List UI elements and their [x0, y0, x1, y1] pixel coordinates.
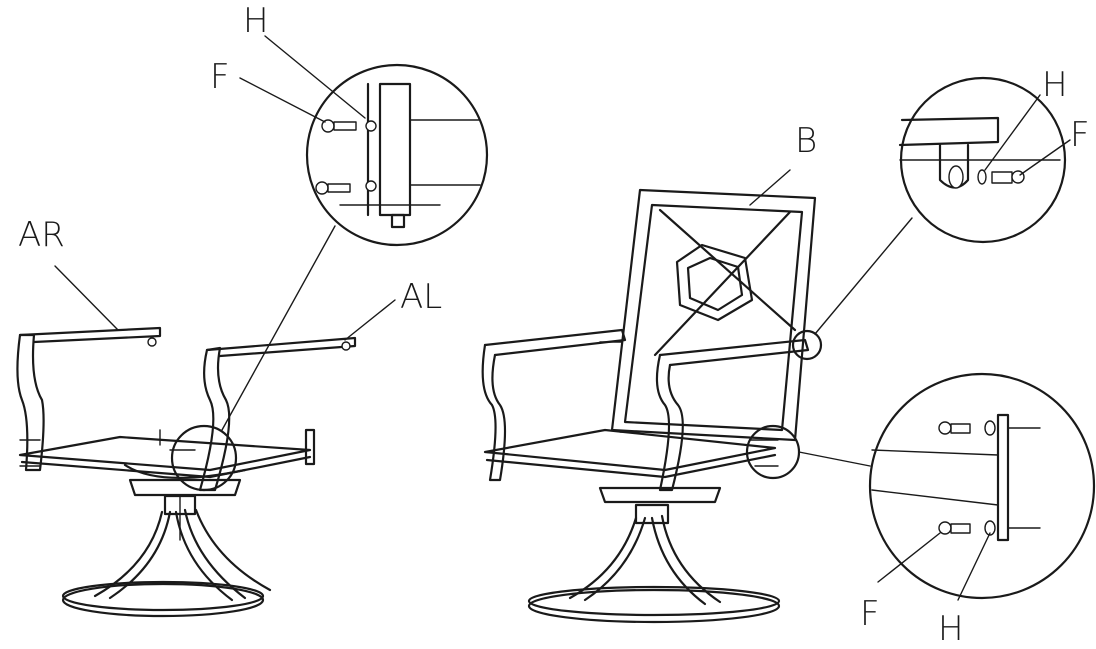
right-top-detail-circle: [898, 76, 1067, 244]
label-f-bottom-right: F: [860, 594, 880, 634]
label-h-bottom-right: H: [938, 609, 964, 649]
right-bottom-detail-circle: [868, 372, 1096, 600]
label-f-top-left: F: [210, 57, 230, 97]
label-al: AL: [400, 277, 442, 317]
label-h-top-right: H: [1042, 65, 1068, 105]
left-chair: [16, 225, 357, 618]
label-h-top-left: H: [243, 1, 269, 41]
left-detail-circle: [305, 63, 489, 247]
right-chair: [481, 188, 913, 624]
label-ar: AR: [18, 215, 65, 255]
label-b: B: [795, 121, 817, 161]
label-f-top-right: F: [1070, 115, 1090, 155]
